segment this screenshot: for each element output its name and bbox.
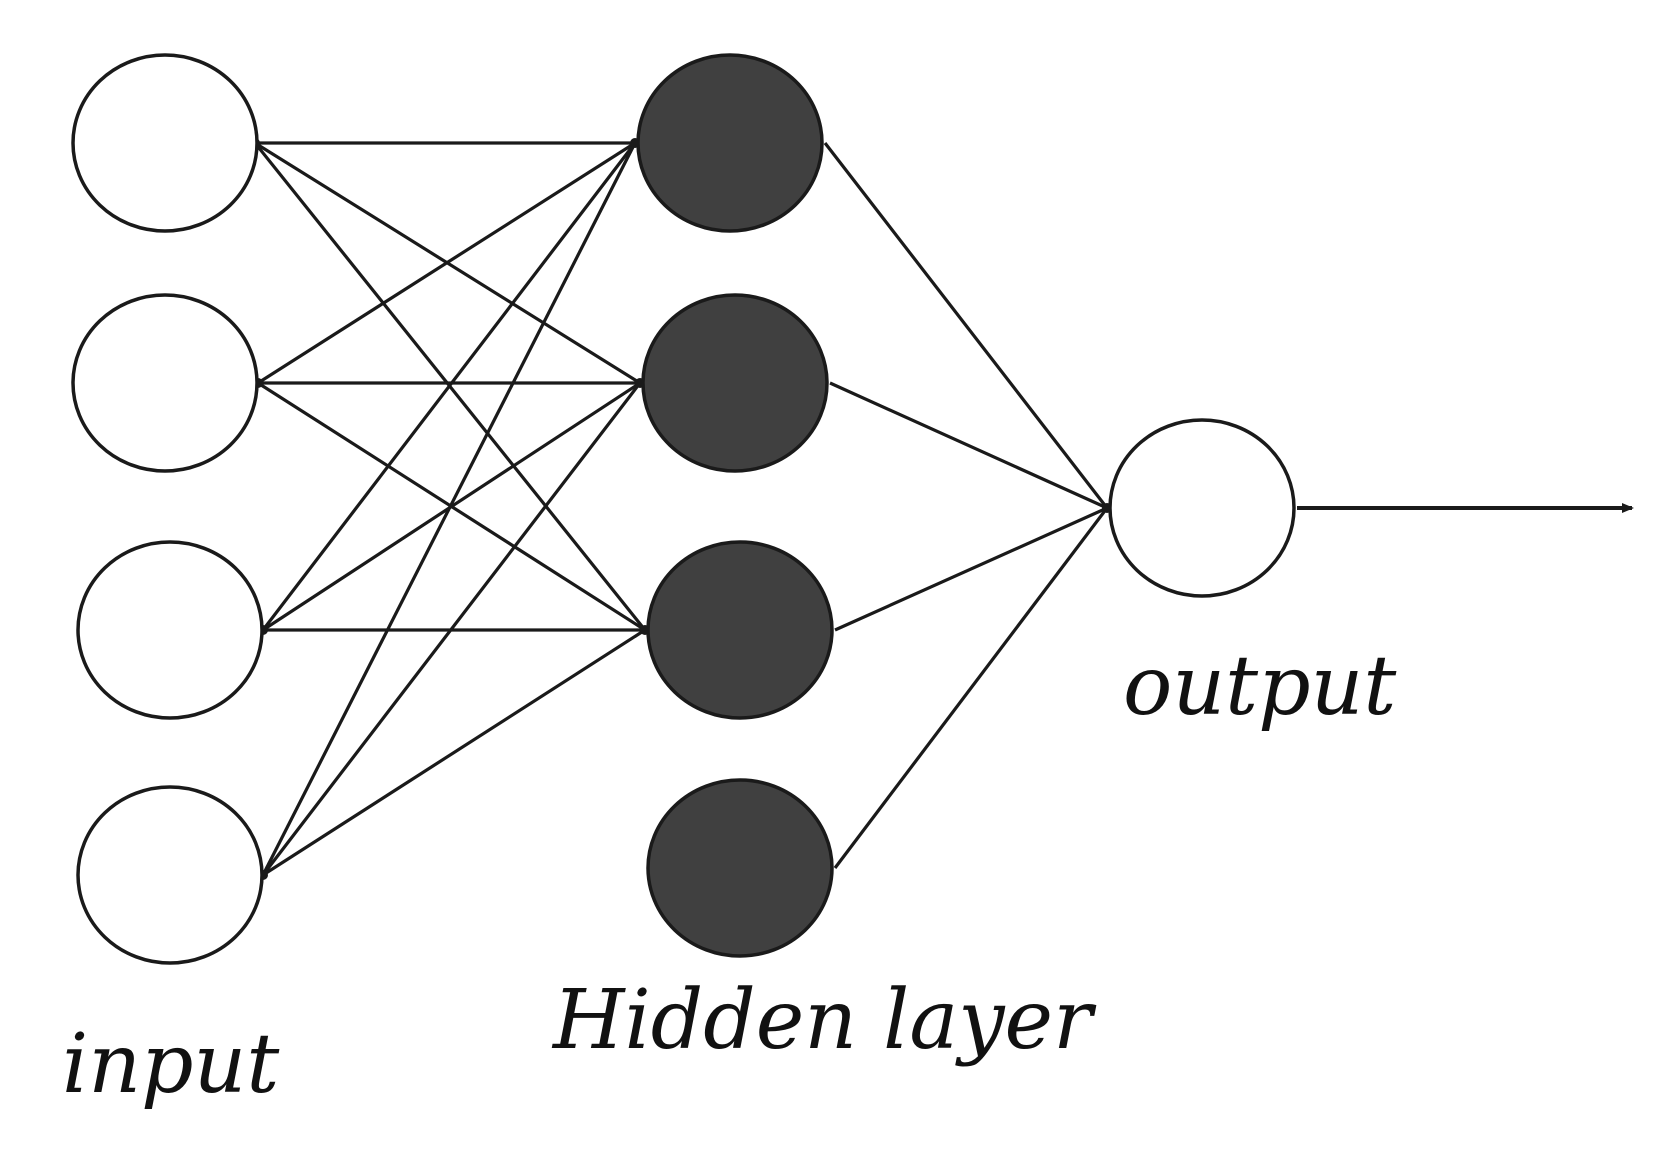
edge-hidden-4-output [833,507,1109,869]
output-node [1108,418,1296,598]
hidden-node-2 [641,293,829,473]
input-node-1 [71,53,259,233]
edge-input-4-hidden-1 [261,142,637,876]
nodes [71,53,1296,965]
edge-input-4-hidden-3 [262,628,646,877]
input-label: input [62,1017,280,1112]
edge-hidden-1-output [823,142,1109,509]
edge-input-4-hidden-2 [261,382,642,876]
hidden-node-3 [646,540,834,720]
hidden-node-1 [636,53,824,233]
hidden-node-4 [646,778,834,958]
edge-hidden-2-output [829,381,1108,510]
hidden-layer-label: Hidden layer [551,973,1097,1068]
edge-input-2-hidden-1 [257,141,636,385]
edge-input-3-hidden-1 [261,142,637,631]
output-label: output [1123,639,1397,734]
input-node-4 [76,785,264,965]
input-node-3 [76,540,264,720]
input-node-2 [71,293,259,473]
edge-hidden-3-output [834,506,1108,632]
connections [250,138,1112,880]
